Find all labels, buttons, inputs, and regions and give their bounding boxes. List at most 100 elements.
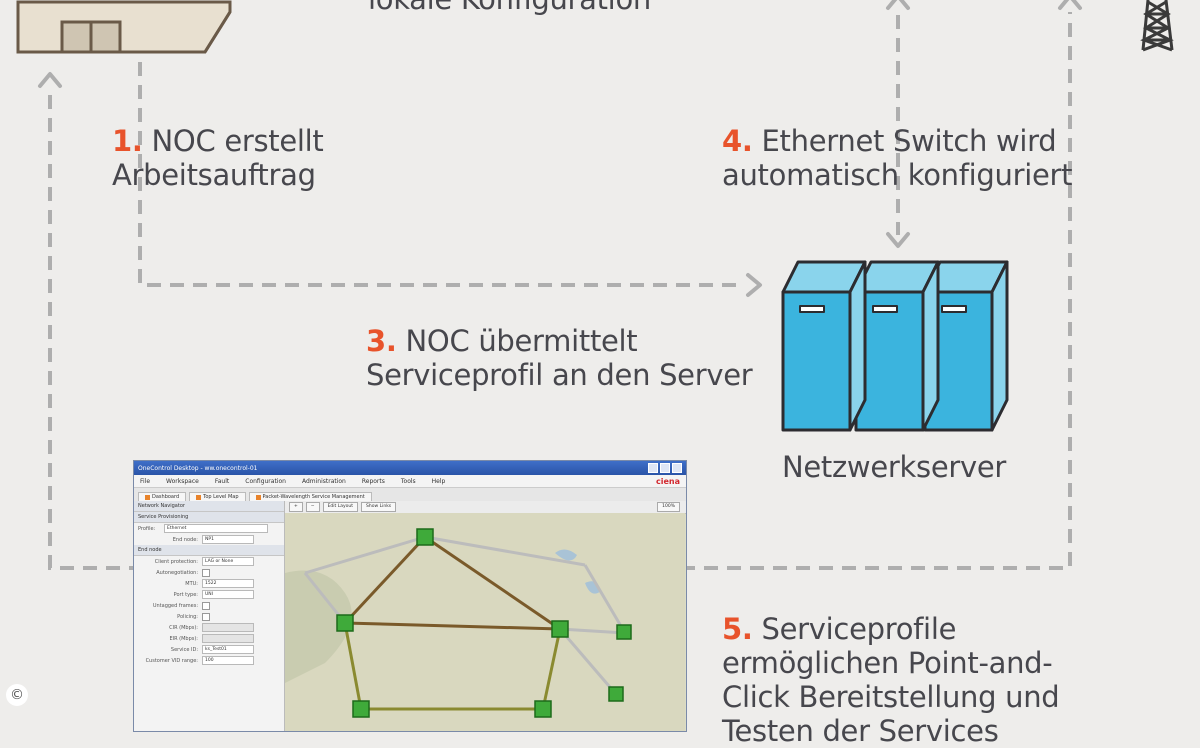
arrowhead-right-up-icon — [1058, 0, 1082, 10]
panel-title: Network Navigator — [134, 501, 284, 512]
app-title: OneControl Desktop - ww.onecontrol-01 — [138, 464, 258, 472]
policing-checkbox[interactable] — [202, 612, 210, 621]
network-topology — [285, 513, 685, 731]
flow-diagram — [16, 0, 1174, 570]
edit-layout-button[interactable]: Edit Layout — [322, 502, 359, 512]
arrowhead-step4-down-icon — [886, 232, 910, 248]
step4-label: 4. Ethernet Switch wird automatisch konf… — [722, 124, 1073, 192]
app-tabs: Dashboard Top Level Map Packet-Wavelengt… — [134, 488, 686, 502]
step5-label: 5. Serviceprofile ermöglichen Point-and-… — [722, 612, 1060, 748]
tab-top-level-map-label: Top Level Map — [203, 494, 239, 500]
show-links-button[interactable]: Show Links — [361, 502, 397, 512]
step1-number: 1. — [112, 124, 143, 158]
tab-dashboard[interactable]: Dashboard — [138, 492, 187, 501]
profile-select[interactable]: Ethernet — [164, 524, 268, 533]
panel-subtitle: Service Provisioning — [134, 512, 284, 523]
end-node-row: End node: NP1 — [134, 534, 284, 545]
menu-configuration[interactable]: Configuration — [245, 477, 286, 485]
field-label: Policing: — [177, 613, 198, 620]
mtu-input[interactable]: 1522 — [202, 579, 254, 588]
step1-line1: NOC erstellt — [151, 124, 324, 158]
field-label: Customer VID range: — [145, 657, 198, 664]
server-rack-icon — [781, 260, 1009, 432]
form-row: Untagged frames: — [134, 600, 284, 611]
transmission-tower-icon — [1140, 0, 1174, 52]
server-caption-text: Netzwerkserver — [782, 450, 1007, 484]
service-icon — [255, 494, 261, 500]
network-map[interactable]: + − Edit Layout Show Links 100% — [285, 501, 686, 731]
step5-line2: ermöglichen Point-and- — [722, 646, 1053, 680]
step5-line3: Click Bereitstellung und — [722, 680, 1060, 714]
zoom-in-icon[interactable]: + — [289, 502, 303, 512]
service-id-input[interactable]: ks_Test01 — [202, 645, 254, 654]
end-node-section: End node — [134, 545, 284, 556]
autonegotiation-checkbox[interactable] — [202, 568, 210, 577]
form-row: Customer VID range: 100 — [134, 655, 284, 666]
step5-line4: Testen der Services — [722, 714, 999, 748]
map-icon — [196, 494, 202, 500]
client-protection-select[interactable]: LAG or None — [202, 557, 254, 566]
arrowhead-left-up-icon — [38, 72, 62, 88]
top-partial-text: lokale Konfiguration — [368, 0, 651, 16]
tab-dashboard-label: Dashboard — [152, 494, 180, 500]
profile-label: Profile: — [138, 525, 156, 532]
field-label: Port type: — [173, 591, 198, 598]
form-row: Autonegotiation: — [134, 567, 284, 578]
menu-help[interactable]: Help — [431, 477, 446, 485]
form-row: Service ID:ks_Test01 — [134, 644, 284, 655]
step3-line2: Serviceprofil an den Server — [366, 358, 753, 392]
minimize-icon[interactable] — [648, 463, 658, 473]
zoom-out-icon[interactable]: − — [305, 502, 320, 512]
copyright-badge: © — [6, 684, 28, 706]
menu-administration[interactable]: Administration — [301, 477, 346, 485]
field-label: Autonegotiation: — [156, 569, 198, 576]
form-row: Client protection: LAG or None — [134, 556, 284, 567]
field-label: MTU: — [185, 580, 198, 587]
menu-workspace[interactable]: Workspace — [166, 477, 199, 485]
step3-label: 3. NOC übermittelt Serviceprofil an den … — [366, 324, 753, 392]
tab-service-management-label: Packet-Wavelength Service Management — [262, 494, 365, 500]
tab-service-management[interactable]: Packet-Wavelength Service Management — [248, 492, 372, 501]
app-titlebar: OneControl Desktop - ww.onecontrol-01 — [134, 461, 686, 475]
app-screenshot: OneControl Desktop - ww.onecontrol-01 Fi… — [133, 460, 687, 732]
cir-input[interactable] — [202, 623, 254, 632]
customer-vid-input[interactable]: 100 — [202, 656, 254, 665]
port-type-select[interactable]: UNI — [202, 590, 254, 599]
eir-input[interactable] — [202, 634, 254, 643]
field-label: Untagged frames: — [152, 602, 198, 609]
field-label: CIR (Mbps): — [169, 624, 198, 631]
server-caption: Netzwerkserver — [782, 450, 1006, 484]
step4-line2: automatisch konfiguriert — [722, 158, 1073, 192]
form-row: Policing: — [134, 611, 284, 622]
zoom-level[interactable]: 100% — [657, 502, 680, 512]
maximize-icon[interactable] — [660, 463, 670, 473]
map-toolbar: + − Edit Layout Show Links 100% — [285, 501, 686, 514]
field-label: EIR (Mbps): — [169, 635, 198, 642]
profile-row: Profile: Ethernet — [134, 523, 284, 534]
form-row: Port type: UNI — [134, 589, 284, 600]
field-label: Client protection: — [154, 558, 198, 565]
step1-line2: Arbeitsauftrag — [112, 158, 316, 192]
step4-number: 4. — [722, 124, 753, 158]
form-row: EIR (Mbps): — [134, 633, 284, 644]
step3-number: 3. — [366, 324, 397, 358]
tab-top-level-map[interactable]: Top Level Map — [189, 492, 246, 501]
menu-file[interactable]: File — [140, 477, 151, 485]
close-icon[interactable] — [672, 463, 682, 473]
top-partial-label: lokale Konfiguration — [368, 0, 651, 16]
end-node-label: End node: — [172, 536, 198, 543]
menu-reports[interactable]: Reports — [361, 477, 385, 485]
end-node-field[interactable]: NP1 — [202, 535, 254, 544]
building-icon — [16, 0, 232, 54]
menu-tools[interactable]: Tools — [400, 477, 416, 485]
dashboard-icon — [145, 494, 150, 500]
untagged-frames-checkbox[interactable] — [202, 601, 210, 610]
app-menubar: File Workspace Fault Configuration Admin… — [134, 475, 686, 488]
step1-label: 1. NOC erstellt Arbeitsauftrag — [112, 124, 324, 192]
menu-fault[interactable]: Fault — [214, 477, 230, 485]
step1-path-line — [138, 62, 740, 287]
form-row: CIR (Mbps): — [134, 622, 284, 633]
arrowhead-step1-right-icon — [746, 273, 762, 297]
step5-line1: Serviceprofile — [761, 612, 957, 646]
arrowhead-step4-up-icon — [886, 0, 910, 10]
